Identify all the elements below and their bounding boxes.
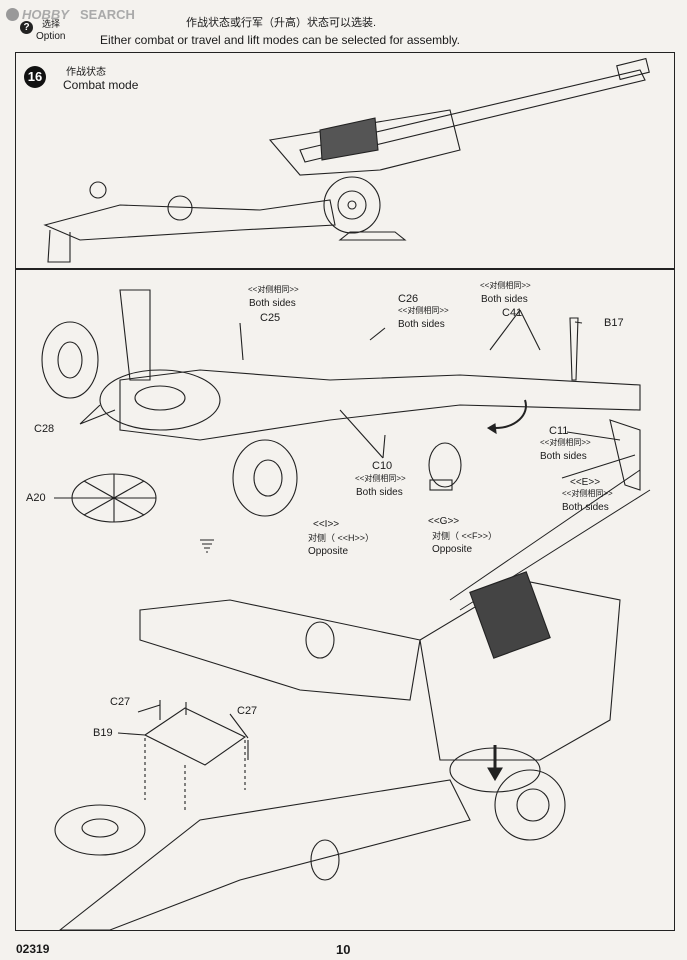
instruction-cn: 作战状态或行军（升高）状态可以选装. <box>186 17 377 29</box>
c11-note-en: Both sides <box>540 451 587 462</box>
c27-label-right: C27 <box>237 705 258 717</box>
instruction-en: Either combat or travel and lift modes c… <box>100 33 460 47</box>
c10-note-cn: <<对侧相同>> <box>355 474 406 483</box>
c11-note-cn: <<对侧相同>> <box>540 438 591 447</box>
step-title-cn: 作战状态 <box>66 67 106 78</box>
watermark-logo-text: HOBBY <box>22 7 69 22</box>
product-code: 02319 <box>16 942 50 956</box>
c25-note-en: Both sides <box>249 298 296 309</box>
c10-note-en: Both sides <box>356 487 403 498</box>
step-16-panel <box>15 52 675 269</box>
g-opposite-en: Opposite <box>432 544 473 555</box>
c26-label: C26 <box>398 293 419 305</box>
b19-label: B19 <box>93 727 113 739</box>
hobbysearch-watermark: HOBBY SEARCH <box>6 6 166 24</box>
b17-label: B17 <box>604 317 624 329</box>
i-opposite-en: Opposite <box>308 546 349 557</box>
e-note-en: Both sides <box>562 502 609 513</box>
e-note-cn: <<对侧相同>> <box>562 489 613 498</box>
i-ref-label: <<I>> <box>313 519 340 530</box>
c41-note-cn: <<对侧相同>> <box>480 281 531 290</box>
c10-label: C10 <box>372 460 393 472</box>
option-label-cn: 选择 <box>42 19 61 29</box>
c26-note-cn: <<对侧相同>> <box>398 306 449 315</box>
c26-note-en: Both sides <box>398 319 445 330</box>
g-ref-label: <<G>> <box>428 516 460 527</box>
g-opposite-cn: 对侧（ <<F>>） <box>432 531 498 541</box>
c25-note-cn: <<对侧相同>> <box>248 285 299 294</box>
c28-label: C28 <box>34 423 55 435</box>
c25-label: C25 <box>260 312 281 324</box>
option-label-en: Option <box>36 31 66 42</box>
e-ref-label: <<E>> <box>570 477 601 488</box>
c11-label: C11 <box>549 425 569 437</box>
watermark-logo-icon <box>6 8 19 21</box>
i-opposite-cn: 对侧（ <<H>>） <box>308 533 375 543</box>
step-number-badge: 16 <box>24 66 46 88</box>
a20-label: A20 <box>26 492 46 504</box>
page-number: 10 <box>336 942 351 957</box>
c27-label-left: C27 <box>110 696 131 708</box>
step-title-en: Combat mode <box>63 78 139 92</box>
c41-label: C41 <box>502 307 523 319</box>
c41-note-en: Both sides <box>481 294 528 305</box>
watermark-search-text: SEARCH <box>80 7 135 22</box>
option-icon: ? <box>20 21 33 34</box>
assembly-detail-panel <box>15 269 675 931</box>
